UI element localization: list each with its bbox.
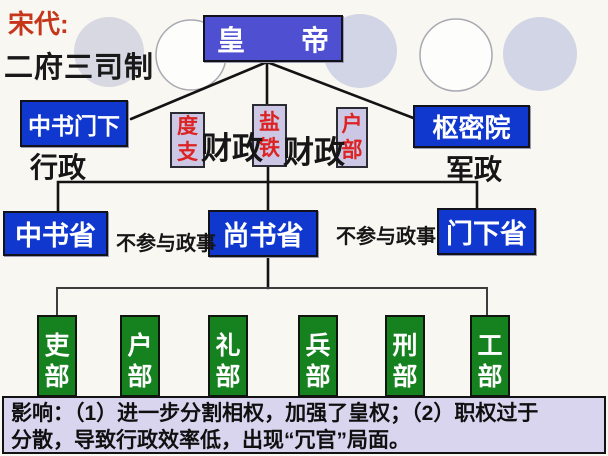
node-duzhi: 度 支 (170, 112, 205, 168)
background-circle (503, 17, 577, 91)
node-ministry-gongbu: 工 部 (470, 315, 510, 397)
node-yantie: 盐 铁 (252, 104, 287, 167)
bracket-ministries-row (56, 287, 488, 316)
node-ministry-hubu: 户 部 (120, 315, 160, 397)
background-circle (419, 18, 493, 92)
label-caizheng-right: 财政 (283, 135, 345, 170)
impact-line-2: 分散，导致行政效率低，出现“冗官”局面。 (11, 429, 410, 452)
node-zhongshumenxia: 中书门下 (20, 100, 128, 147)
node-hubu-sansi: 户 部 (336, 107, 368, 168)
node-ministry-bingbu: 兵 部 (298, 315, 338, 397)
impact-line-1: 影响：（1）进一步分割相权，加强了皇权；（2）职权过于 (11, 402, 539, 425)
label-caizheng-left: 财政 (201, 131, 263, 166)
node-menxiasheng: 门下省 (437, 208, 536, 255)
label-bucanyu-right: 不参与政事 (336, 226, 436, 248)
node-shangshusheng: 尚书省 (208, 210, 318, 257)
label-junzheng: 军政 (446, 154, 503, 185)
node-ministry-libu: 吏 部 (37, 315, 77, 397)
label-xingzheng: 行政 (30, 152, 87, 183)
node-emperor: 皇 帝 (203, 15, 343, 62)
bracket-sansheng-row (56, 180, 479, 213)
node-zhongshusheng: 中书省 (3, 211, 108, 256)
node-shumiyuan: 枢密院 (413, 105, 530, 148)
node-ministry-lipu: 礼 部 (208, 315, 248, 397)
title-system: 二府三司制 (4, 52, 155, 84)
label-bucanyu-left: 不参与政事 (116, 233, 216, 255)
node-ministry-xingbu: 刑 部 (385, 315, 425, 397)
title-dynasty: 宋代: (8, 9, 69, 39)
line-emperor-to-shumiyuan (265, 60, 418, 121)
line-emperor-to-zhongshumenxia (129, 60, 269, 121)
background-circle (74, 17, 144, 87)
impact-summary-bar: 影响：（1）进一步分割相权，加强了皇权；（2）职权过于 分散，导致行政效率低，出… (2, 396, 606, 454)
